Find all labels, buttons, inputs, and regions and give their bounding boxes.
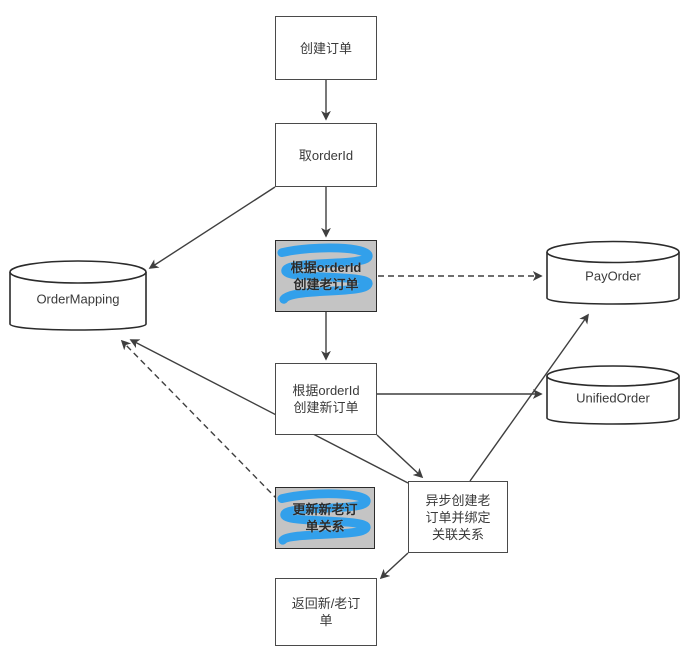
node-label: 返回新/老订 单 (291, 596, 361, 628)
edge-async-create-bind-to-return-orders (379, 552, 409, 580)
node-label: 取orderId (298, 147, 354, 163)
node-pay-order[interactable]: PayOrder (545, 239, 681, 311)
edge-create-new-order-to-async-create-bind (376, 434, 424, 479)
node-label: 异步创建老 订单并绑定 关联关系 (425, 492, 491, 542)
node-return-orders[interactable]: 返回新/老订 单 (275, 578, 377, 646)
node-create-new-order[interactable]: 根据orderId 创建新订单 (275, 363, 377, 435)
node-label: 根据orderId 创建老订单 (290, 260, 362, 292)
node-label: 根据orderId 创建新订单 (292, 383, 360, 415)
node-unified-order[interactable]: UnifiedOrder (545, 364, 681, 430)
node-label: PayOrder (585, 268, 641, 284)
node-create-old-order[interactable]: 根据orderId 创建老订单 (275, 240, 377, 312)
node-create-order[interactable]: 创建订单 (275, 16, 377, 80)
node-order-mapping[interactable]: OrderMapping (8, 258, 148, 338)
node-label: 创建订单 (299, 40, 352, 56)
node-label: 更新新老订 单关系 (292, 502, 358, 534)
node-async-create-bind[interactable]: 异步创建老 订单并绑定 关联关系 (408, 481, 508, 553)
edge-get-orderid-to-order-mapping (148, 186, 276, 269)
node-label: UnifiedOrder (576, 390, 650, 406)
database-cylinder-icon (9, 260, 147, 331)
node-update-relation[interactable]: 更新新老订 单关系 (275, 487, 375, 549)
node-label: OrderMapping (36, 291, 120, 307)
database-cylinder-icon (546, 240, 680, 305)
edge-update-relation-to-order-mapping (120, 339, 279, 501)
node-get-orderid[interactable]: 取orderId (275, 123, 377, 187)
